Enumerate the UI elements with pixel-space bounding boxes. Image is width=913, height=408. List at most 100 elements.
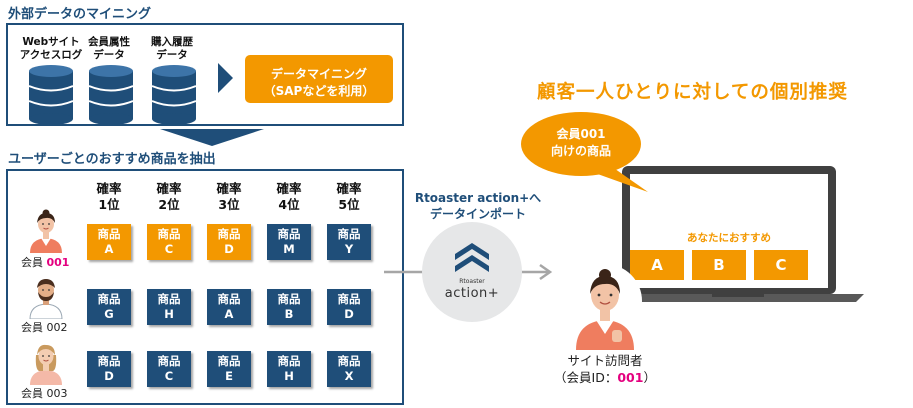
product-label: 商品: [157, 227, 181, 241]
product-code: G: [104, 307, 114, 321]
product-code: H: [284, 369, 294, 383]
visitor-caption-line1: サイト訪問者: [567, 353, 643, 368]
product-code: D: [224, 242, 234, 256]
product-code: E: [225, 369, 233, 383]
rank-header-4: 確率 4位: [267, 181, 311, 213]
rank-header-line1: 確率: [156, 181, 182, 196]
product-label: 商品: [277, 227, 301, 241]
rank-header-line1: 確率: [276, 181, 302, 196]
recommend-item[interactable]: C: [754, 250, 808, 280]
data-mining-sublabel: （SAPなどを利用）: [263, 84, 375, 98]
rank-header-line1: 確率: [96, 181, 122, 196]
rank-header-5: 確率 5位: [327, 181, 371, 213]
bubble-line1: 会員001: [556, 127, 606, 141]
rank-header-line2: 5位: [338, 197, 360, 212]
extraction-section-title: ユーザーごとのおすすめ商品を抽出: [8, 152, 216, 167]
mining-section-title: 外部データのマイニング: [8, 7, 152, 22]
rtoaster-logo: Rtoaster action+: [422, 222, 522, 322]
source-label-line2: データ: [93, 49, 125, 61]
product-label: 商品: [97, 354, 121, 368]
member-id: 002: [46, 321, 68, 334]
source-label-line2: データ: [156, 49, 188, 61]
product-label: 商品: [277, 354, 301, 368]
source-label-access-log: Webサイト アクセスログ: [11, 36, 91, 62]
product-code: H: [164, 307, 174, 321]
source-label-line1: 会員属性: [88, 36, 130, 48]
member-label-001: 会員 001: [21, 254, 69, 270]
product-code: A: [104, 242, 114, 256]
member-label-prefix: 会員: [21, 321, 47, 334]
visitor-id-suffix: ）: [643, 370, 656, 385]
product-code: M: [283, 242, 295, 256]
recommend-headline: 顧客一人ひとりに対しての個別推奨: [537, 82, 848, 103]
product-code: A: [224, 307, 234, 321]
product-code: C: [164, 369, 174, 383]
rank-header-line2: 3位: [218, 197, 240, 212]
rank-header-line2: 2位: [158, 197, 180, 212]
rank-header-2: 確率 2位: [147, 181, 191, 213]
product-code: D: [104, 369, 114, 383]
product-label: 商品: [217, 227, 241, 241]
database-icon: [88, 65, 134, 125]
screen-recommend-label: あなたにおすすめ: [687, 232, 771, 244]
product-label: 商品: [277, 292, 301, 306]
rank-header-line2: 1位: [98, 197, 120, 212]
product-code: B: [284, 307, 294, 321]
visitor-id: 001: [617, 370, 644, 385]
rtoaster-chevron-icon: [455, 243, 489, 272]
data-mining-box: データマイニング （SAPなどを利用）: [245, 55, 393, 103]
member-id: 001: [46, 256, 70, 269]
recommend-item[interactable]: A: [630, 250, 684, 280]
member-label-prefix: 会員: [21, 256, 47, 269]
import-caption-line1: Rtoaster action+へ: [414, 191, 542, 205]
member-label-002: 会員 002: [21, 319, 68, 335]
product-code: C: [164, 242, 174, 256]
bubble-line2: 向けの商品: [550, 144, 611, 158]
member-id: 003: [46, 387, 68, 400]
rank-header-3: 確率 3位: [207, 181, 251, 213]
product-label: 商品: [337, 292, 361, 306]
mining-panel: Webサイト アクセスログ 会員属性 データ 購入履歴 データ データマイニング…: [6, 23, 404, 126]
product-code: D: [344, 307, 354, 321]
source-label-member-attributes: 会員属性 データ: [69, 36, 149, 62]
product-label: 商品: [217, 354, 241, 368]
database-icon: [28, 65, 74, 125]
product-label: 商品: [337, 227, 361, 241]
rtoaster-logo-small-text: Rtoaster: [459, 278, 485, 285]
source-label-line1: 購入履歴: [151, 36, 193, 48]
rank-header-line1: 確率: [216, 181, 242, 196]
recommend-item[interactable]: B: [692, 250, 746, 280]
extraction-panel: 確率 1位 確率 2位 確率 3位 確率 4位 確率 5位 会員 001: [6, 169, 404, 405]
right-arrow-icon: [218, 63, 233, 93]
product-code: X: [344, 369, 354, 383]
member-label-prefix: 会員: [21, 387, 47, 400]
member-avatar-002: [29, 279, 63, 319]
speech-bubble: 会員001 向けの商品: [521, 112, 641, 176]
product-label: 商品: [97, 292, 121, 306]
visitor-avatar: [576, 269, 634, 350]
source-label-purchase-history: 購入履歴 データ: [132, 36, 212, 62]
visitor-caption-line2: （会員ID：001）: [520, 369, 690, 386]
member-label-003: 会員 003: [21, 385, 68, 401]
data-mining-label: データマイニング: [270, 67, 367, 81]
member-avatar-003: [30, 344, 62, 385]
source-label-line2: アクセスログ: [19, 49, 83, 61]
import-caption: Rtoaster action+へ データインポート: [410, 190, 546, 222]
product-code: Y: [344, 242, 354, 256]
visitor-id-prefix: （会員ID：: [554, 370, 618, 385]
rank-header-1: 確率 1位: [87, 181, 131, 213]
database-icon: [151, 65, 197, 125]
product-label: 商品: [157, 354, 181, 368]
